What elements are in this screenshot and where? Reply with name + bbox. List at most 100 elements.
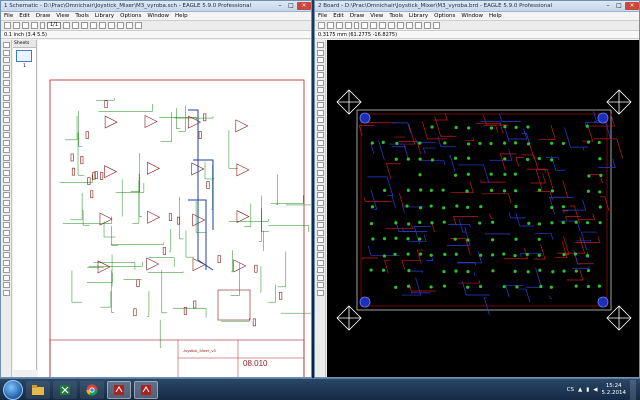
- board-switch-icon[interactable]: [40, 22, 45, 29]
- command-tool-icon[interactable]: [316, 177, 324, 183]
- command-tool-icon[interactable]: [316, 139, 324, 146]
- go-icon[interactable]: [433, 22, 440, 29]
- zoom-select-icon[interactable]: [397, 22, 404, 29]
- command-tool-icon[interactable]: [2, 49, 10, 56]
- start-button[interactable]: [3, 379, 23, 400]
- minimize-button[interactable]: –: [278, 2, 282, 9]
- command-tool-icon[interactable]: [2, 64, 10, 71]
- zoom-fit-icon[interactable]: [361, 22, 368, 29]
- save-icon[interactable]: [13, 22, 20, 29]
- command-tool-icon[interactable]: [2, 244, 10, 251]
- command-tool-icon[interactable]: [2, 177, 10, 183]
- command-tool-icon[interactable]: [316, 259, 324, 266]
- menu-file[interactable]: File: [4, 13, 14, 19]
- command-tool-icon[interactable]: [316, 117, 324, 123]
- menu-view[interactable]: View: [370, 13, 384, 19]
- command-tool-icon[interactable]: [316, 154, 324, 161]
- command-tool-icon[interactable]: [316, 147, 324, 153]
- redo-icon[interactable]: [117, 22, 125, 29]
- open-icon[interactable]: [4, 22, 11, 29]
- command-tool-icon[interactable]: [2, 94, 10, 101]
- command-tool-icon[interactable]: [316, 252, 324, 258]
- minimize-button[interactable]: –: [606, 2, 610, 9]
- command-tool-icon[interactable]: [316, 94, 324, 101]
- network-icon[interactable]: ▮: [586, 386, 590, 393]
- schematic-canvas[interactable]: 08.010 Joystick_Mixer_v3: [38, 40, 311, 377]
- command-tool-icon[interactable]: [316, 169, 324, 176]
- menu-window[interactable]: Window: [147, 13, 170, 19]
- command-tool-icon[interactable]: [2, 87, 10, 93]
- maximize-button[interactable]: □: [288, 2, 294, 9]
- command-tool-icon[interactable]: [316, 79, 324, 86]
- command-tool-icon[interactable]: [316, 214, 324, 221]
- command-tool-icon[interactable]: [316, 102, 324, 108]
- undo-icon[interactable]: [406, 22, 413, 29]
- undo-icon[interactable]: [108, 22, 116, 29]
- zoom-in-icon[interactable]: [370, 22, 377, 29]
- save-icon[interactable]: [327, 22, 334, 29]
- taskbar-app-eagle-sch[interactable]: [107, 380, 131, 399]
- board-titlebar[interactable]: 2 Board - D:\Prac\Omnichair\Joystick_Mix…: [315, 1, 639, 12]
- command-tool-icon[interactable]: [2, 154, 10, 161]
- schematic-switch-icon[interactable]: [354, 22, 359, 29]
- menu-draw[interactable]: Draw: [35, 13, 51, 19]
- menu-options[interactable]: Options: [434, 13, 456, 19]
- tray-arrow-icon[interactable]: ▲: [578, 386, 583, 393]
- command-tool-icon[interactable]: [316, 49, 324, 56]
- command-tool-icon[interactable]: [2, 229, 10, 236]
- menu-tools[interactable]: Tools: [75, 13, 89, 19]
- command-tool-icon[interactable]: [2, 282, 10, 288]
- command-tool-icon[interactable]: [316, 162, 324, 168]
- taskbar-app-eagle-brd[interactable]: [134, 380, 158, 399]
- zoom-select-icon[interactable]: [99, 22, 107, 29]
- stop-icon[interactable]: [126, 22, 134, 29]
- print-icon[interactable]: [22, 22, 29, 29]
- taskbar-app-excel[interactable]: [53, 380, 77, 399]
- command-tool-icon[interactable]: [2, 79, 10, 86]
- command-tool-icon[interactable]: [2, 267, 10, 273]
- command-tool-icon[interactable]: [316, 87, 324, 93]
- command-tool-icon[interactable]: [2, 207, 10, 213]
- command-tool-icon[interactable]: [316, 184, 324, 191]
- close-button[interactable]: ×: [625, 2, 639, 10]
- command-tool-icon[interactable]: [2, 184, 10, 191]
- command-tool-icon[interactable]: [2, 289, 10, 296]
- command-tool-icon[interactable]: [316, 72, 324, 78]
- command-tool-icon[interactable]: [316, 274, 324, 281]
- command-tool-icon[interactable]: [2, 237, 10, 243]
- cam-icon[interactable]: [345, 22, 352, 29]
- command-tool-icon[interactable]: [2, 102, 10, 108]
- command-tool-icon[interactable]: [2, 124, 10, 131]
- command-tool-icon[interactable]: [2, 162, 10, 168]
- zoom-in-icon[interactable]: [72, 22, 80, 29]
- board-canvas[interactable]: [327, 40, 639, 377]
- menu-help[interactable]: Help: [489, 13, 502, 19]
- command-tool-icon[interactable]: [2, 252, 10, 258]
- open-icon[interactable]: [318, 22, 325, 29]
- sheet-thumbnail[interactable]: [16, 50, 32, 62]
- menu-view[interactable]: View: [56, 13, 70, 19]
- command-tool-icon[interactable]: [2, 117, 10, 123]
- command-tool-icon[interactable]: [2, 72, 10, 78]
- language-indicator[interactable]: CS: [566, 386, 574, 393]
- redraw-icon[interactable]: [388, 22, 395, 29]
- clock[interactable]: 15:24 5.2.2014: [602, 383, 627, 397]
- menu-edit[interactable]: Edit: [19, 13, 30, 19]
- menu-help[interactable]: Help: [175, 13, 188, 19]
- command-tool-icon[interactable]: [316, 109, 324, 116]
- redraw-icon[interactable]: [90, 22, 98, 29]
- command-tool-icon[interactable]: [316, 289, 324, 296]
- menu-draw[interactable]: Draw: [349, 13, 365, 19]
- print-icon[interactable]: [336, 22, 343, 29]
- taskbar-app-explorer[interactable]: [26, 380, 50, 399]
- command-tool-icon[interactable]: [2, 42, 10, 48]
- menu-edit[interactable]: Edit: [333, 13, 344, 19]
- stop-icon[interactable]: [424, 22, 431, 29]
- zoom-out-icon[interactable]: [379, 22, 386, 29]
- command-tool-icon[interactable]: [316, 57, 324, 63]
- redo-icon[interactable]: [415, 22, 422, 29]
- taskbar-app-chrome[interactable]: [80, 380, 104, 399]
- command-tool-icon[interactable]: [316, 132, 324, 138]
- show-desktop-button[interactable]: [630, 379, 636, 400]
- menu-tools[interactable]: Tools: [389, 13, 403, 19]
